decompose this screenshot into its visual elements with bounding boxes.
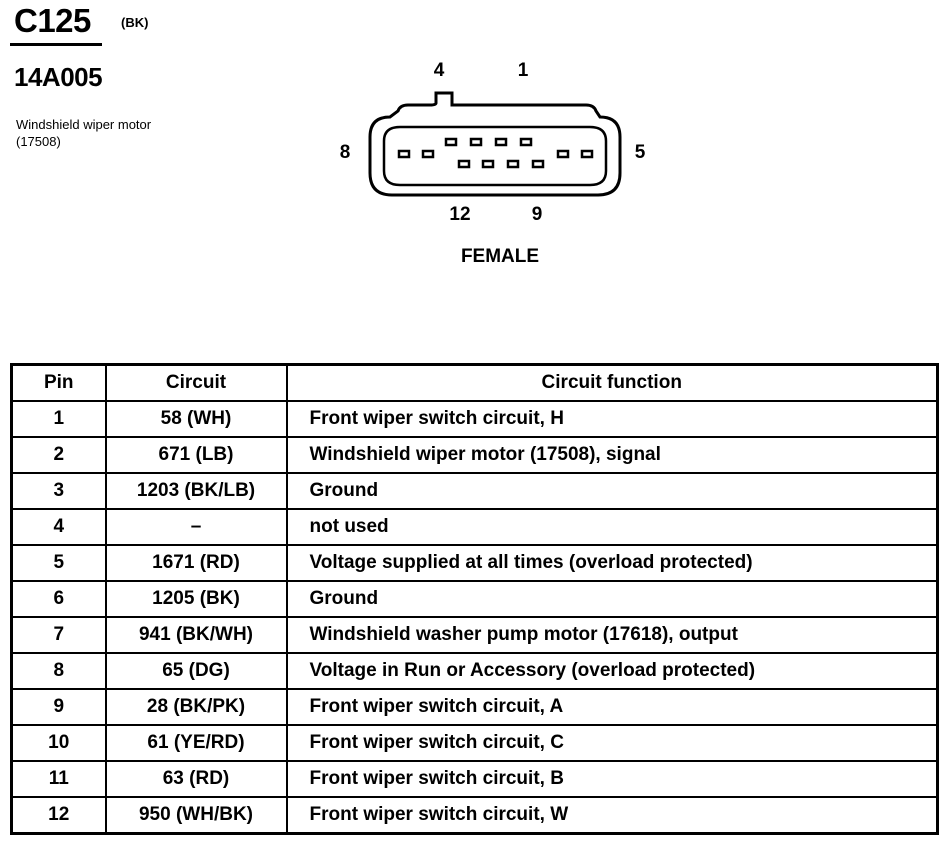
connector-color: (BK)	[121, 15, 149, 30]
pin-label-top-left: 4	[433, 60, 445, 81]
cell-pin: 8	[10, 652, 107, 690]
table-row: 10 61 (YE/RD) Front wiper switch circuit…	[10, 724, 939, 762]
cell-pin: 9	[10, 688, 107, 726]
cell-function: Windshield wiper motor (17508), signal	[285, 436, 939, 474]
table-row: 9 28 (BK/PK) Front wiper switch circuit,…	[10, 688, 939, 726]
table-row: 5 1671 (RD) Voltage supplied at all time…	[10, 544, 939, 582]
pin-terminal	[421, 149, 435, 159]
connector-housing	[368, 91, 622, 197]
cell-circuit: 671 (LB)	[104, 436, 288, 474]
cell-pin: 5	[10, 544, 107, 582]
cell-function: Voltage supplied at all times (overload …	[285, 544, 939, 582]
pin-terminal	[580, 149, 594, 159]
cell-circuit: 61 (YE/RD)	[104, 724, 288, 762]
pin-label-bottom-right: 9	[531, 204, 543, 225]
cell-function: Front wiper switch circuit, H	[285, 400, 939, 438]
cell-function: Front wiper switch circuit, B	[285, 760, 939, 798]
cell-pin: 6	[10, 580, 107, 618]
cell-circuit: 1203 (BK/LB)	[104, 472, 288, 510]
table-row: 7 941 (BK/WH) Windshield washer pump mot…	[10, 616, 939, 654]
cell-pin: 2	[10, 436, 107, 474]
pin-terminal	[556, 149, 570, 159]
cell-pin: 10	[10, 724, 107, 762]
cell-function: Ground	[285, 580, 939, 618]
pin-terminals	[397, 137, 594, 169]
table-row: 11 63 (RD) Front wiper switch circuit, B	[10, 760, 939, 798]
cell-function: not used	[285, 508, 939, 546]
cell-circuit: 1671 (RD)	[104, 544, 288, 582]
cell-pin: 12	[10, 796, 107, 835]
pin-terminal	[531, 159, 545, 169]
connector-id: C125	[14, 2, 91, 39]
table-row: 8 65 (DG) Voltage in Run or Accessory (o…	[10, 652, 939, 690]
pin-terminal	[397, 149, 411, 159]
pin-terminal	[519, 137, 533, 147]
pin-terminal	[444, 137, 458, 147]
pinout-table: Pin Circuit Circuit function 1 58 (WH) F…	[10, 363, 939, 835]
cell-function: Front wiper switch circuit, A	[285, 688, 939, 726]
header-circuit-function: Circuit function	[285, 363, 939, 402]
header-pin: Pin	[10, 363, 107, 402]
table-row: 3 1203 (BK/LB) Ground	[10, 472, 939, 510]
cell-circuit: –	[104, 508, 288, 546]
cell-function: Front wiper switch circuit, C	[285, 724, 939, 762]
cell-circuit: 63 (RD)	[104, 760, 288, 798]
pin-label-bottom-left: 12	[449, 204, 471, 225]
cell-pin: 11	[10, 760, 107, 798]
connector-face-diagram	[368, 91, 622, 197]
cell-function: Voltage in Run or Accessory (overload pr…	[285, 652, 939, 690]
table-row: 6 1205 (BK) Ground	[10, 580, 939, 618]
cell-pin: 7	[10, 616, 107, 654]
cell-circuit: 950 (WH/BK)	[104, 796, 288, 835]
table-row: 12 950 (WH/BK) Front wiper switch circui…	[10, 796, 939, 835]
connector-id-underline	[10, 43, 102, 46]
cell-function: Windshield washer pump motor (17618), ou…	[285, 616, 939, 654]
pin-terminal	[494, 137, 508, 147]
cell-circuit: 58 (WH)	[104, 400, 288, 438]
table-row: 4 – not used	[10, 508, 939, 546]
table-row: 1 58 (WH) Front wiper switch circuit, H	[10, 400, 939, 438]
cell-pin: 4	[10, 508, 107, 546]
pin-label-top-right: 1	[517, 60, 529, 81]
pin-label-left: 8	[339, 142, 351, 163]
cell-pin: 3	[10, 472, 107, 510]
cell-circuit: 28 (BK/PK)	[104, 688, 288, 726]
table-header-row: Pin Circuit Circuit function	[10, 363, 939, 402]
connector-description: Windshield wiper motor (17508)	[16, 117, 152, 149]
pin-terminal	[469, 137, 483, 147]
cell-circuit: 1205 (BK)	[104, 580, 288, 618]
pin-label-right: 5	[634, 142, 646, 163]
cell-pin: 1	[10, 400, 107, 438]
connector-gender: FEMALE	[460, 246, 540, 267]
cell-function: Front wiper switch circuit, W	[285, 796, 939, 835]
header-circuit: Circuit	[104, 363, 288, 402]
cell-circuit: 65 (DG)	[104, 652, 288, 690]
cell-circuit: 941 (BK/WH)	[104, 616, 288, 654]
table-row: 2 671 (LB) Windshield wiper motor (17508…	[10, 436, 939, 474]
cell-function: Ground	[285, 472, 939, 510]
part-number: 14A005	[14, 62, 103, 92]
pin-terminal	[506, 159, 520, 169]
pin-terminal	[481, 159, 495, 169]
pin-terminal	[457, 159, 471, 169]
